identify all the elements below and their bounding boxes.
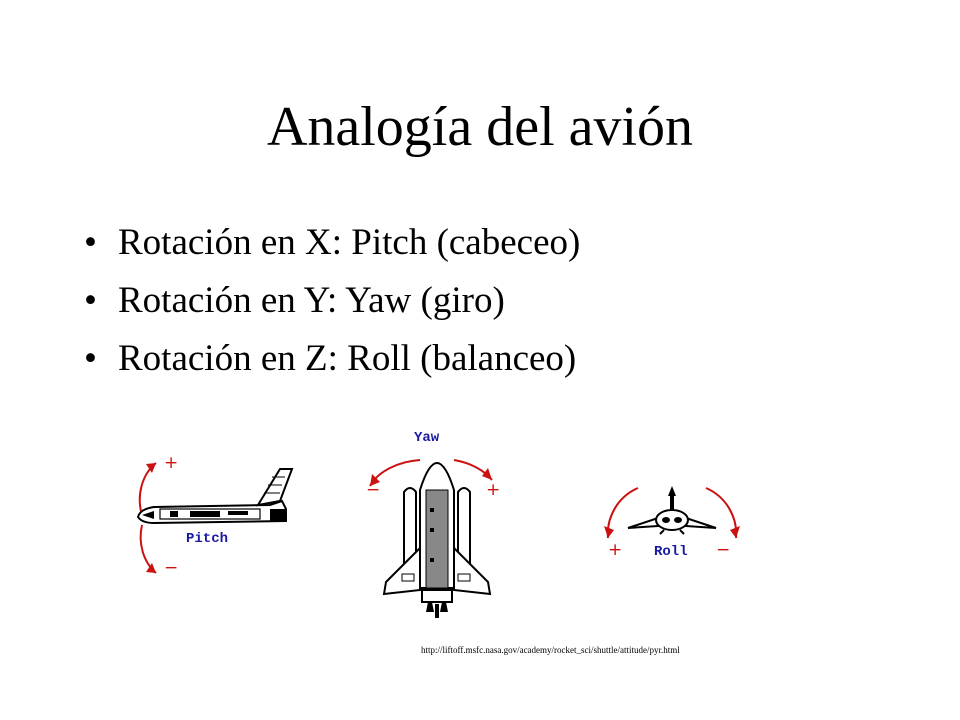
pitch-minus-sign: −	[164, 558, 179, 578]
bullet-text: Rotación en Z: Roll (balanceo)	[118, 338, 577, 379]
yaw-figure: Yaw − +	[362, 428, 512, 618]
pitch-label: Pitch	[186, 531, 229, 547]
roll-minus-sign: −	[716, 540, 731, 560]
yaw-plus-sign: +	[486, 480, 501, 500]
shuttle-front-view-icon	[604, 486, 740, 539]
bullet-dot: •	[84, 280, 97, 321]
bullet-text: Rotación en Y: Yaw (giro)	[118, 280, 505, 321]
pitch-figure: + − Pitch	[120, 455, 300, 580]
bullet-list: • Rotación en X: Pitch (cabeceo) • Rotac…	[84, 214, 580, 388]
yaw-minus-sign: −	[366, 480, 381, 500]
roll-figure: + − Roll	[598, 478, 746, 568]
bullet-dot: •	[84, 222, 97, 263]
source-url: http://liftoff.msfc.nasa.gov/academy/roc…	[421, 645, 680, 655]
bullet-item: • Rotación en Y: Yaw (giro)	[84, 272, 580, 330]
bullet-dot: •	[84, 338, 97, 379]
slide-title: Analogía del avión	[266, 96, 694, 158]
shuttle-top-view-icon	[369, 459, 493, 618]
bullet-item: • Rotación en X: Pitch (cabeceo)	[84, 214, 580, 272]
shuttle-side-view-icon	[136, 462, 294, 574]
roll-label: Roll	[654, 544, 688, 560]
bullet-text: Rotación en X: Pitch (cabeceo)	[118, 222, 581, 263]
yaw-label: Yaw	[414, 430, 440, 446]
pitch-plus-sign: +	[164, 453, 179, 473]
roll-plus-sign: +	[608, 540, 623, 560]
bullet-item: • Rotación en Z: Roll (balanceo)	[84, 330, 580, 388]
